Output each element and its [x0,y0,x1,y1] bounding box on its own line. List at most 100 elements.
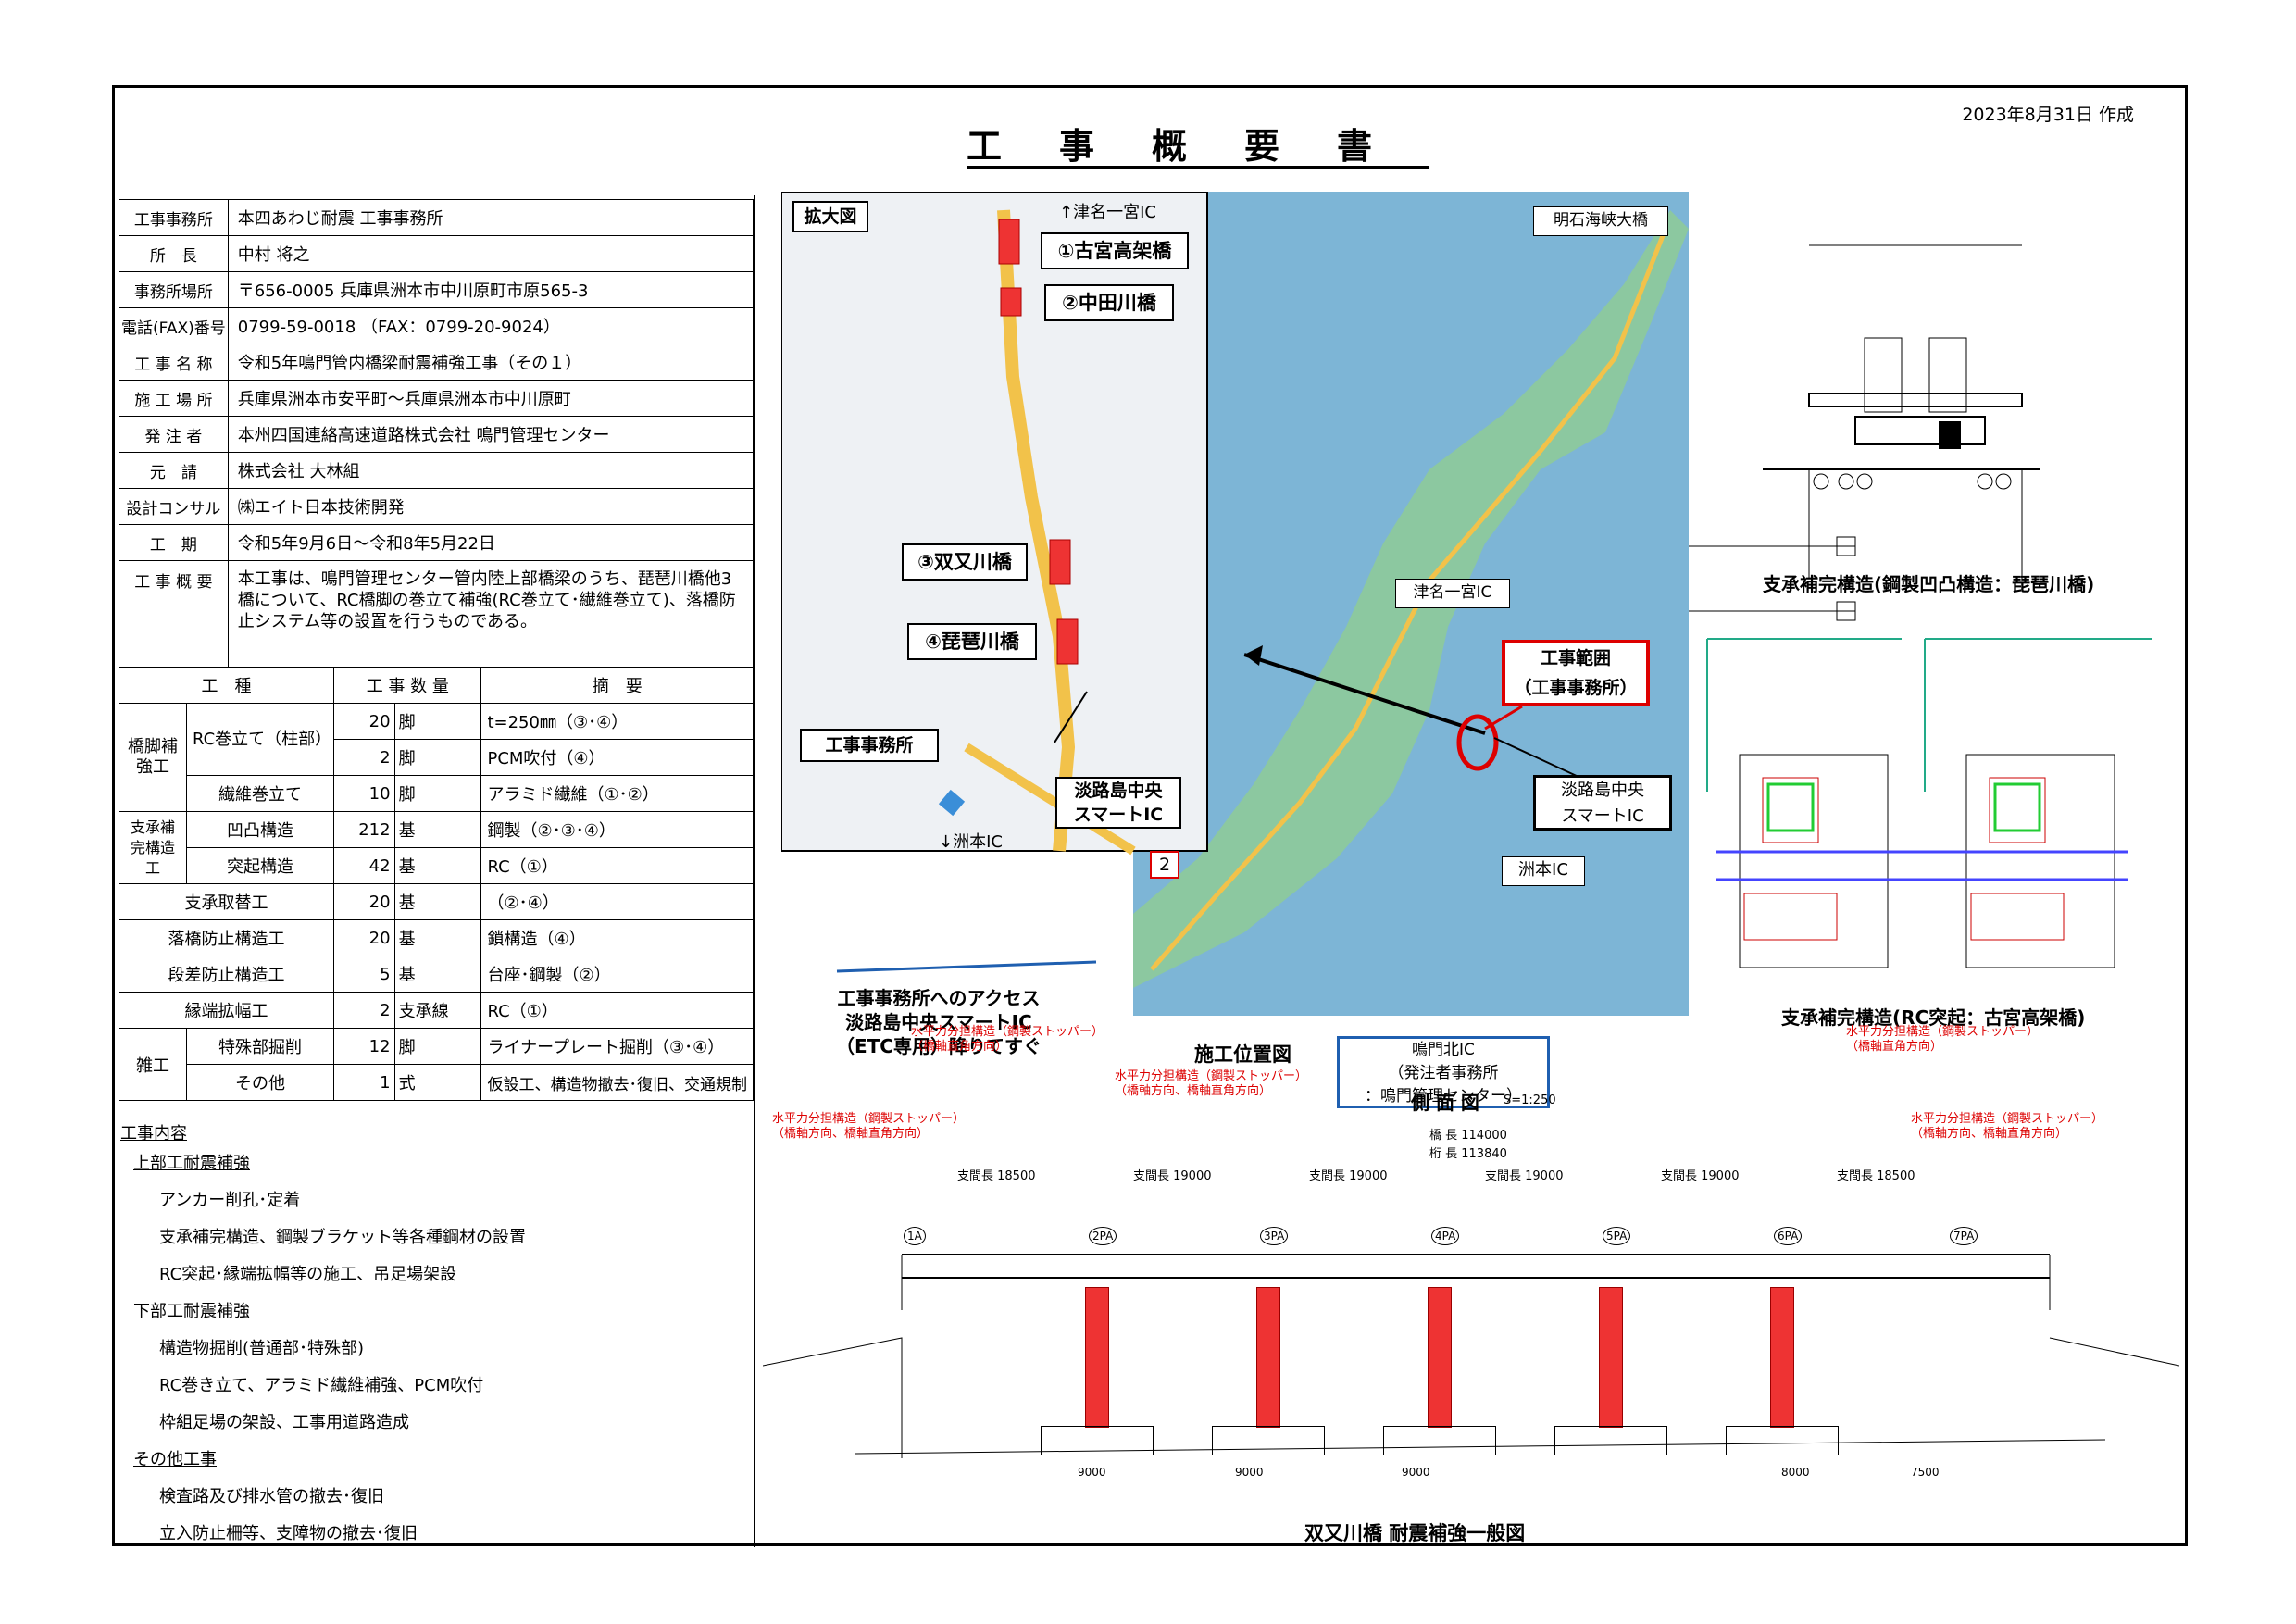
info-key: 事務所場所 [119,271,229,308]
work-unit: 脚 [393,703,482,740]
stopper-direction: （橋軸直角方向） [911,1040,1008,1054]
office-label: 工事事務所 [800,729,939,762]
stopper-note: 水平力分担構造（鋼製ストッパー） [772,1112,966,1126]
work-sub: 段差防止構造工 [118,956,335,993]
north-ic-label: ↑津名一宮IC [1059,203,1156,222]
map-caption: 施工位置図 [1194,1043,1292,1066]
pier-column [1085,1287,1109,1428]
drawing-scale: S=1:250 [1504,1093,1556,1107]
info-value: 令和5年9月6日～令和8年5月22日 [227,524,755,561]
info-key: 施 工 場 所 [119,380,229,417]
info-value: 令和5年鳴門管内橋梁耐震補強工事（その１） [227,344,755,381]
pier-column [1599,1287,1623,1428]
content-heading: 工事内容 [120,1124,187,1143]
span-label: 支間長 19000 [1485,1169,1564,1183]
bridge-label-1: ①古宮高架橋 [1041,232,1189,269]
work-num: 5 [333,956,395,993]
work-sub: 支承取替工 [118,883,335,920]
map-graphic [781,192,1689,1016]
work-sub: 特殊部掘削 [185,1028,335,1065]
work-unit: 式 [393,1064,482,1101]
pier-column [1256,1287,1280,1428]
bridge-side-svg [762,1254,2180,1458]
pier-footing [1212,1426,1325,1455]
work-desc: （②･④） [480,883,754,920]
work-range-label: 工事範囲 （工事事務所） [1502,640,1650,706]
content-item: 検査路及び排水管の撤去･復旧 [159,1487,384,1506]
content-item: 構造物掘削(普通部･特殊部) [159,1339,365,1358]
stopper-note: 水平力分担構造（鋼製ストッパー） [1115,1069,1308,1083]
bridge-1-marker [998,219,1020,265]
content-item: アンカー削孔･定着 [159,1191,301,1210]
stopper-note: 水平力分担構造（鋼製ストッパー） [911,1025,1104,1039]
span-label: 支間長 19000 [1133,1169,1212,1183]
work-unit: 基 [393,919,482,956]
work-num: 42 [333,847,395,884]
ic-road [964,743,1136,856]
info-key: 発 注 者 [119,416,229,453]
content-item: 支承補完構造、鋼製ブラケット等各種鋼材の設置 [159,1228,526,1247]
work-unit: 基 [393,883,482,920]
pier-label: 6PA [1774,1227,1803,1245]
info-value: 本工事は、鳴門管理センター管内陸上部橋梁のうち、琵琶川橋他3橋について、RC橋脚… [227,560,755,668]
work-desc: 鎖構造（④） [480,919,754,956]
total-length: 橋 長 114000 [1429,1129,1507,1143]
work-num: 2 [333,992,395,1029]
pier-footing [1041,1426,1154,1455]
pier-column [1428,1287,1452,1428]
location-map: 拡大図 ↑津名一宮IC ①古宮高架橋 ②中田川橋 ③双又川橋 ④琵琶川橋 工事事… [781,192,1689,1108]
work-num: 1 [333,1064,395,1101]
stopper-direction: （橋軸方向、橋軸直角方向） [1115,1084,1272,1098]
tsuna-ic-label: 津名一宮IC [1395,579,1510,608]
smart-ic-label-2: 淡路島中央 スマートIC [1533,775,1672,831]
pier-column [1770,1287,1794,1428]
info-key: 工 期 [119,524,229,561]
access-note: 工事事務所へのアクセス 淡路島中央スマートIC （ETC専用）降りてすぐ [836,987,1042,1057]
pier-label: 5PA [1603,1227,1631,1245]
span-label: 支間長 19000 [1309,1169,1388,1183]
work-group-bearing: 支承補完構造工 [119,811,187,884]
pier-label: 4PA [1431,1227,1460,1245]
dimension-label: 8000 [1781,1466,1810,1479]
stopper-direction: （橋軸方向、橋軸直角方向） [772,1127,930,1141]
smart-leader [1054,691,1088,743]
stopper-direction: （橋軸直角方向） [1846,1040,1943,1054]
steel-bearing-svg [1689,244,2040,621]
info-key: 電話(FAX)番号 [119,307,229,344]
bridge-side-drawing: 側 面 図 S=1:250 橋 長 114000 桁 長 113840 支間長 … [762,1025,2180,1505]
info-value: 本州四国連絡高速道路株式会社 鳴門管理センター [227,416,755,453]
bridge-label-3: ③双又川橋 [902,543,1028,581]
info-value: 本四あわじ耐震 工事事務所 [227,199,755,236]
span-label: 支間長 18500 [1837,1169,1915,1183]
work-unit: 脚 [393,1028,482,1065]
work-unit: 基 [393,956,482,993]
work-header-type: 工 種 [118,667,335,704]
bridge-4-marker [1056,618,1079,665]
info-key: 工 事 名 称 [119,344,229,381]
dimension-label: 9000 [1402,1466,1430,1479]
work-sub: 縁端拡幅工 [118,992,335,1029]
work-num: 10 [333,775,395,812]
stopper-note: 水平力分担構造（鋼製ストッパー） [1846,1025,2040,1039]
work-header-qty: 工 事 数 量 [333,667,482,704]
rc-bearing-drawing [1689,625,2152,968]
work-group-misc: 雑工 [119,1028,187,1101]
stopper-direction: （橋軸方向、橋軸直角方向） [1911,1127,2068,1141]
work-num: 20 [333,919,395,956]
pier-label: 7PA [1950,1227,1978,1245]
bridge-3-marker [1049,539,1071,585]
creation-date: 2023年8月31日 作成 [1962,105,2134,125]
work-unit: 支承線 [393,992,482,1029]
info-value: 株式会社 大林組 [227,452,755,489]
work-quantity-table: 工 種 工 事 数 量 摘 要 橋脚補強工 RC巻立て（柱部） 20 脚 t=2… [118,667,754,1101]
project-info-table: 工事事務所本四あわじ耐震 工事事務所所 長中村 将之事務所場所〒656-0005… [119,199,755,668]
work-desc: PCM吹付（④） [480,739,754,776]
work-num: 2 [333,739,395,776]
dimension-label: 9000 [1078,1466,1106,1479]
info-row: 工事事務所本四あわじ耐震 工事事務所 [119,199,755,236]
info-value: 兵庫県洲本市安平町～兵庫県洲本市中川原町 [227,380,755,417]
content-item: 立入防止柵等、支障物の撤去･復旧 [159,1524,418,1543]
akashi-bridge-label: 明石海峡大橋 [1533,206,1668,236]
naruto-ic-label: 鳴門北IC （発注者事務所 ：鳴門管理センター） [1337,1036,1550,1108]
